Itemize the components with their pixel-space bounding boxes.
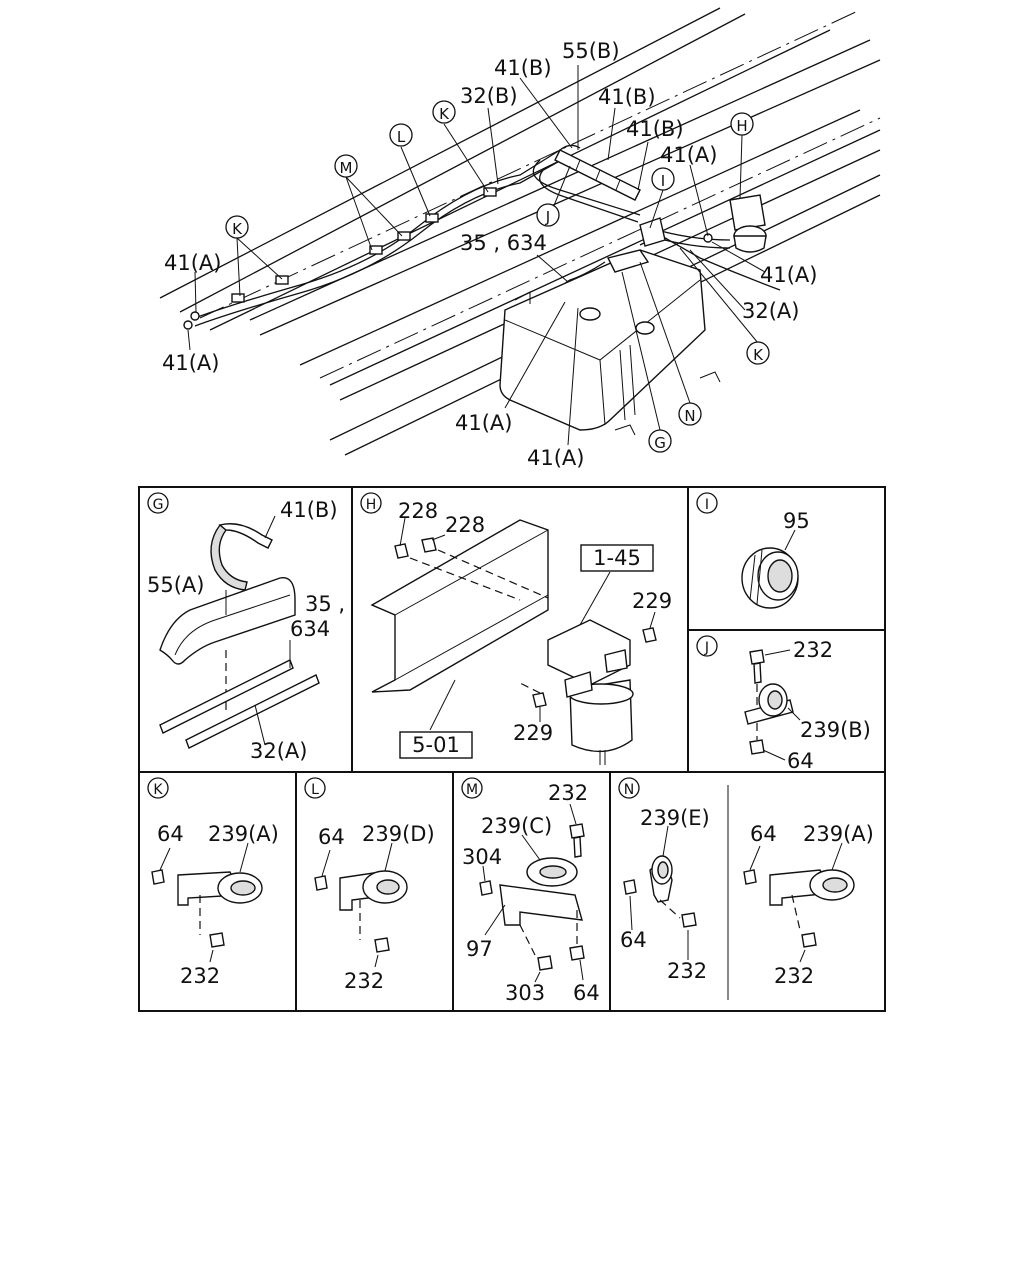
overview-callout-labels: 41(B) 55(B) 32(B) 41(B) 41(B) 41(A) 41(A… (162, 39, 817, 470)
panel-n-label-64-right: 64 (750, 822, 777, 846)
marker-k-left: K (232, 220, 243, 238)
panel-j-letter: J (704, 640, 709, 656)
panel-l-label-232: 232 (344, 969, 384, 993)
panel-n-label-64-left: 64 (620, 928, 647, 952)
panel-g: G 41(B) 55(A) 35 , 634 32(A) (147, 492, 345, 763)
panel-h-box-1-45: 1-45 (593, 546, 641, 570)
panel-j-label-232: 232 (793, 638, 833, 662)
panel-g-label-55a: 55(A) (147, 573, 204, 597)
callout-35-634: 35 , 634 (460, 231, 547, 255)
fuel-pipes (194, 144, 781, 327)
marker-n: N (684, 407, 695, 425)
callout-41b-right: 41(B) (626, 117, 684, 141)
panel-m-label-232: 232 (548, 781, 588, 805)
panel-n-label-239e: 239(E) (640, 806, 710, 830)
panel-h: H 1-45 5-01 228 228 229 229 (360, 492, 672, 765)
callout-41b-mid: 41(B) (598, 85, 656, 109)
callout-41a-upper-right: 41(A) (660, 143, 717, 167)
panel-n-label-232-right: 232 (774, 964, 814, 988)
panel-g-label-41b: 41(B) (280, 498, 338, 522)
panel-m-label-303: 303 (505, 981, 545, 1005)
panel-g-letter: G (153, 497, 164, 513)
callout-55b: 55(B) (562, 39, 620, 63)
water-separator-overview (729, 194, 767, 253)
panel-i-letter: I (705, 497, 709, 513)
panel-m: M 232 239(C) 304 97 303 64 (461, 777, 600, 1005)
callout-41a-tank: 41(A) (455, 411, 512, 435)
panel-n-label-232-left: 232 (667, 959, 707, 983)
marker-g: G (654, 434, 666, 452)
panel-i-label-95: 95 (783, 509, 810, 533)
panel-n-letter: N (624, 782, 634, 798)
panel-l-label-64: 64 (318, 825, 345, 849)
panel-k-label-64: 64 (157, 822, 184, 846)
panel-k-label-232: 232 (180, 964, 220, 988)
panel-j-label-239b: 239(B) (800, 718, 871, 742)
panel-h-box-5-01: 5-01 (412, 733, 460, 757)
callout-32a: 32(A) (742, 299, 799, 323)
protector-tube (554, 149, 641, 201)
panel-n: N 239(E) 64 232 64 239(A) 232 (618, 777, 874, 988)
panel-m-label-64: 64 (573, 981, 600, 1005)
marker-m: M (340, 159, 353, 177)
panel-g-label-35: 35 , (305, 592, 345, 616)
callout-41a-bottom: 41(A) (527, 446, 584, 470)
callout-41a-left-top: 41(A) (164, 251, 221, 275)
panel-h-label-229-b: 229 (513, 721, 553, 745)
panel-g-label-32a: 32(A) (250, 739, 307, 763)
callout-41b-top: 41(B) (494, 56, 552, 80)
panel-i: I 95 (696, 492, 810, 609)
panel-k-label-239a: 239(A) (208, 822, 279, 846)
panel-h-label-229-a: 229 (632, 589, 672, 613)
panel-l-letter: L (311, 782, 319, 798)
marker-k-right: K (753, 346, 764, 364)
callout-41a-left-bottom: 41(A) (162, 351, 219, 375)
panel-j-label-64: 64 (787, 749, 814, 773)
panel-m-label-304: 304 (462, 845, 502, 869)
marker-l: L (397, 128, 406, 146)
panel-k-letter: K (153, 782, 163, 798)
marker-i: I (661, 172, 665, 190)
panel-m-label-97: 97 (466, 937, 493, 961)
callout-32b: 32(B) (460, 84, 518, 108)
panel-m-label-239c: 239(C) (481, 814, 552, 838)
callout-41a-right: 41(A) (760, 263, 817, 287)
marker-h: H (736, 117, 747, 135)
panel-h-letter: H (366, 497, 377, 513)
panel-h-label-228-a: 228 (398, 499, 438, 523)
overview-leaders (187, 65, 766, 446)
panel-m-letter: M (466, 782, 478, 798)
panel-n-label-239a: 239(A) (803, 822, 874, 846)
panel-k: K 64 239(A) 232 (147, 777, 279, 988)
panel-l-label-239d: 239(D) (362, 822, 435, 846)
panel-j: J 232 239(B) 64 (696, 635, 871, 773)
connector-overview (606, 217, 666, 273)
detail-panel-frames (138, 486, 886, 1012)
panel-g-label-634: 634 (290, 617, 330, 641)
fuel-tank (499, 249, 721, 436)
panel-l: L 64 239(D) 232 (304, 777, 435, 993)
marker-j: J (545, 208, 550, 226)
marker-k-top: K (439, 105, 450, 123)
panel-h-label-228-b: 228 (445, 513, 485, 537)
overview-letter-markers: H L K M K I J K N G (225, 100, 770, 453)
